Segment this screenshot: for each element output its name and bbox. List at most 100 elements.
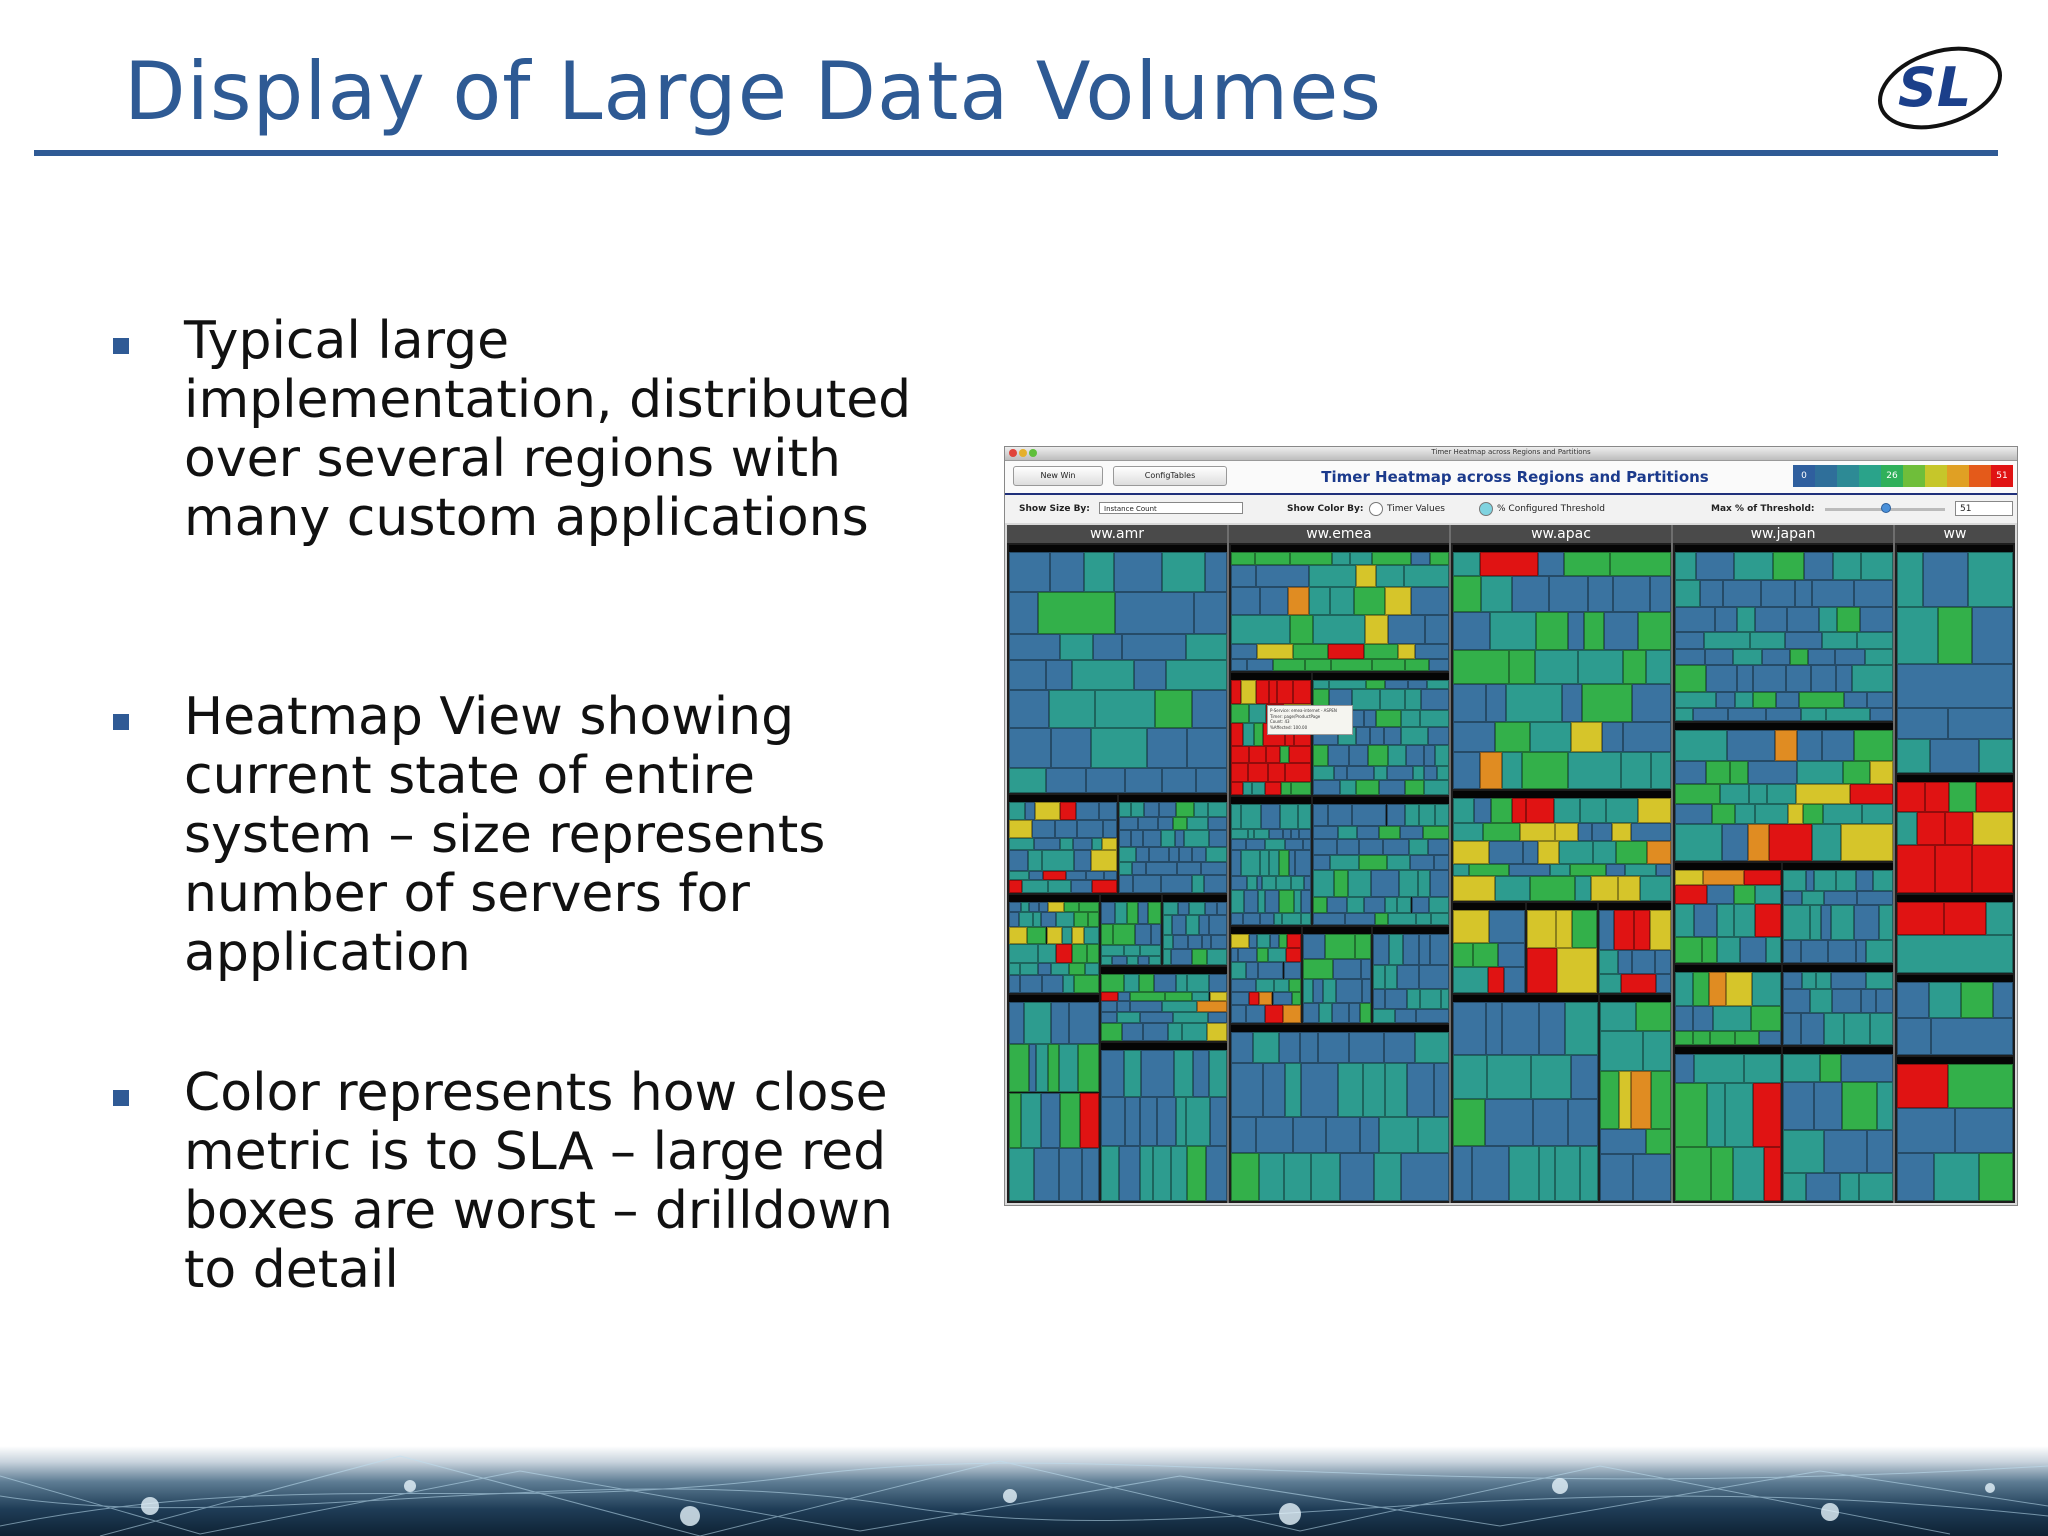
treemap-cell[interactable] [1260,913,1274,925]
treemap-cell[interactable] [1819,606,1837,633]
treemap-cell[interactable] [1192,949,1208,965]
treemap-cell[interactable] [1117,1011,1140,1024]
treemap-cell[interactable] [1332,1002,1349,1023]
treemap-cell[interactable] [1350,552,1372,565]
treemap-cell[interactable] [1059,1092,1081,1149]
treemap-cell[interactable] [1330,586,1354,616]
treemap-cell[interactable] [1613,910,1635,950]
treemap-cell[interactable] [1173,1011,1208,1024]
treemap-cell[interactable] [1933,1153,1980,1201]
treemap-cell[interactable] [1094,690,1156,729]
treemap-cell[interactable] [1643,1030,1671,1072]
treemap-cell[interactable] [1490,612,1536,651]
treemap-cell[interactable] [1260,586,1288,616]
treemap-cell[interactable] [1675,1146,1711,1201]
treemap-cell[interactable] [1531,1055,1571,1099]
treemap-cell[interactable] [1430,869,1449,897]
treemap-cell[interactable] [1176,862,1201,875]
treemap-cell[interactable] [1187,816,1209,830]
treemap-cell[interactable] [1767,783,1796,804]
treemap-cell[interactable] [1046,926,1063,945]
treemap-cell[interactable] [1102,838,1117,851]
treemap-cell[interactable] [1054,819,1077,839]
treemap-cell[interactable] [1355,564,1376,587]
treemap-cell[interactable] [1272,659,1306,671]
treemap-cell[interactable] [1751,972,1781,1007]
treemap-cell[interactable] [1313,869,1335,897]
treemap-cell[interactable] [1187,728,1227,769]
treemap-cell[interactable] [1875,988,1893,1013]
treemap-cell[interactable] [1069,1002,1099,1044]
treemap-cell[interactable] [1472,1145,1510,1201]
treemap-cell[interactable] [1529,722,1571,752]
treemap-cell[interactable] [1024,1002,1052,1044]
treemap-cell[interactable] [1694,904,1718,937]
treemap-cell[interactable] [1816,972,1831,989]
treemap-cell[interactable] [1256,948,1269,962]
treemap-cell[interactable] [1009,926,1028,945]
treemap-cell[interactable] [1191,991,1210,1002]
treemap-cell[interactable] [1574,876,1592,901]
treemap-cell[interactable] [1270,934,1280,949]
application-group[interactable] [1313,797,1449,925]
treemap-cell[interactable] [1675,972,1694,1007]
treemap-cell[interactable] [1231,934,1249,949]
treemap-cell[interactable] [1749,632,1785,650]
treemap-cell[interactable] [1373,934,1389,965]
treemap-cell[interactable] [1539,1002,1566,1056]
treemap-cell[interactable] [1151,924,1161,946]
treemap-cell[interactable] [1787,606,1820,633]
treemap-cell[interactable] [1808,649,1836,666]
treemap-cell[interactable] [1328,804,1353,827]
treemap-cell[interactable] [1062,926,1073,945]
treemap-cell[interactable] [1805,870,1814,892]
treemap-cell[interactable] [1253,722,1263,746]
treemap-cell[interactable] [1319,1002,1333,1023]
treemap-cell[interactable] [1281,782,1292,795]
treemap-cell[interactable] [1231,804,1242,829]
treemap-cell[interactable] [1186,1145,1206,1201]
treemap-cell[interactable] [1231,1116,1256,1154]
treemap-cell[interactable] [1897,1108,1956,1154]
treemap-cell[interactable] [1009,552,1050,592]
treemap-cell[interactable] [1009,802,1025,820]
treemap-cell[interactable] [1048,879,1071,893]
treemap-cell[interactable] [1207,802,1227,817]
treemap-cell[interactable] [1509,863,1550,877]
treemap-cell[interactable] [1353,586,1385,616]
treemap-cell[interactable] [1979,1153,2013,1201]
treemap-cell[interactable] [1203,874,1227,893]
treemap-cell[interactable] [1580,1145,1598,1201]
treemap-cell[interactable] [1198,914,1209,935]
treemap-cell[interactable] [1897,663,2013,709]
treemap-cell[interactable] [1675,760,1707,784]
treemap-cell[interactable] [1207,949,1227,965]
treemap-cell[interactable] [1943,902,1986,936]
treemap-cell[interactable] [1085,871,1105,880]
treemap-cell[interactable] [1364,709,1377,728]
treemap-cell[interactable] [1841,824,1893,861]
treemap-cell[interactable] [1813,1081,1843,1131]
treemap-cell[interactable] [1191,874,1204,893]
treemap-cell[interactable] [1009,871,1030,880]
application-group[interactable] [1373,927,1449,1023]
treemap-cell[interactable] [1147,728,1188,769]
treemap-cell[interactable] [1418,1116,1449,1154]
treemap-cell[interactable] [1325,1116,1360,1154]
treemap-cell[interactable] [1119,1145,1141,1201]
treemap-cell[interactable] [1876,1081,1893,1131]
treemap-cell[interactable] [1637,612,1671,651]
treemap-cell[interactable] [1441,988,1449,1009]
treemap-cell[interactable] [1313,855,1330,870]
treemap-cell[interactable] [1034,838,1061,851]
treemap-cell[interactable] [1258,890,1265,914]
treemap-cell[interactable] [1259,992,1273,1006]
treemap-cell[interactable] [1502,1002,1540,1056]
treemap-cell[interactable] [1856,891,1893,906]
treemap-cell[interactable] [1506,683,1563,723]
application-group[interactable] [1675,863,1781,963]
treemap-cell[interactable] [1310,1153,1340,1201]
treemap-cell[interactable] [1599,949,1618,974]
treemap-cell[interactable] [1231,704,1250,723]
treemap-cell[interactable] [1720,783,1749,804]
